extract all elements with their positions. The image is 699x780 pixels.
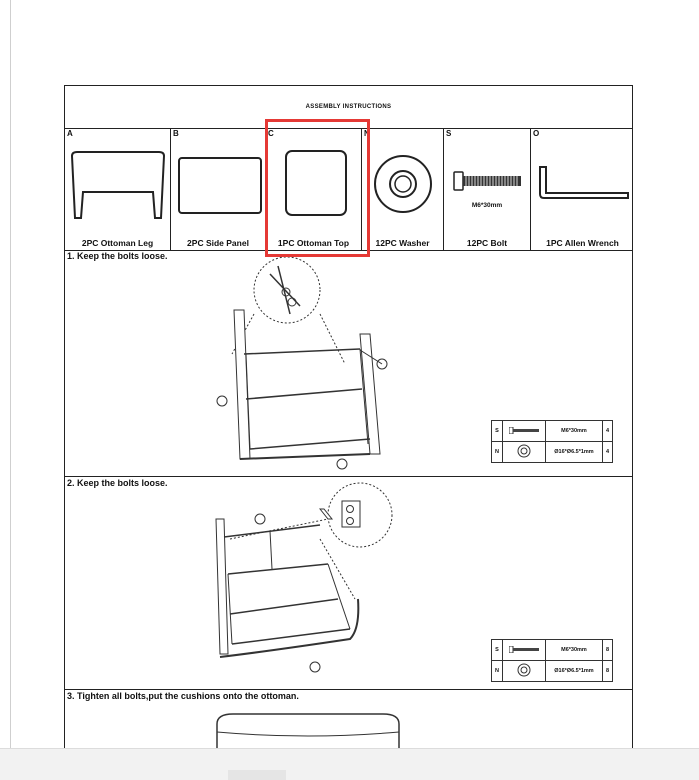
part-letter: N [364,129,370,138]
part-caption: 12PC Bolt [466,238,508,248]
part-caption: 2PC Side Panel [187,238,249,248]
step-1: 1. Keep the bolts loose. S M6*30mm 4 [65,250,632,477]
washer-icon [517,444,531,458]
step-3: 3. Tighten all bolts,put the cushions on… [65,690,632,748]
part-caption: 1PC Ottoman Top [277,238,350,248]
bottom-tab[interactable] [228,770,286,780]
part-letter: C [268,129,274,138]
hardware-image [501,660,546,682]
hardware-image [501,639,546,661]
bolt-spec: M6*30mm [471,202,503,209]
hardware-letter: S [491,639,503,661]
part-ottoman-leg: A 2PC Ottoman Leg [65,128,171,250]
hardware-image [501,441,546,463]
part-ottoman-top: C 1PC Ottoman Top [266,128,362,250]
step-3-label: 3. Tighten all bolts,put the cushions on… [67,691,299,701]
step-1-hardware-table: S M6*30mm 4 N Ø16*Ø6.5*1mm 4 [491,420,614,463]
part-letter: S [446,129,452,138]
hardware-spec: M6*30mm [544,420,603,442]
page-edge-line [10,0,11,760]
hardware-image [501,420,546,442]
allen-wrench-icon [539,166,629,199]
ottoman-top-icon [285,150,347,216]
hardware-spec: M6*30mm [544,639,603,661]
selected-part-highlight [265,119,370,257]
part-washer: N 12PC Washer [362,128,444,250]
washer-icon [374,155,432,213]
bolt-icon [508,426,539,434]
part-caption: 1PC Allen Wrench [546,238,619,248]
instruction-sheet: ASSEMBLY INSTRUCTIONS A 2PC Ottoman Leg … [64,85,633,749]
step-2-label: 2. Keep the bolts loose. [67,478,168,488]
part-caption: 2PC Ottoman Leg [81,238,154,248]
step-2-hardware-table: S M6*30mm 8 N Ø16*Ø6.5*1mm 8 [491,639,614,682]
hardware-qty: 8 [601,660,614,682]
hardware-letter: N [491,441,503,463]
bolt-icon [508,645,539,653]
sheet-title: ASSEMBLY INSTRUCTIONS [65,86,632,129]
ottoman-frame-step2-illustration [215,482,393,673]
step-1-label: 1. Keep the bolts loose. [67,251,168,261]
washer-icon [517,663,531,677]
part-letter: O [533,129,540,138]
part-allen-wrench: O 1PC Allen Wrench [531,128,632,250]
ottoman-leg-icon [70,151,166,219]
part-letter: B [173,129,179,138]
hardware-qty: 8 [601,639,614,661]
viewer-bottom-bar [0,748,699,780]
hardware-row: N Ø16*Ø6.5*1mm 4 [491,441,614,463]
hardware-row: S M6*30mm 8 [491,639,614,661]
hardware-letter: S [491,420,503,442]
part-bolt: S M6*30mm 12PC Bolt [444,128,531,250]
hardware-qty: 4 [601,420,614,442]
ottoman-frame-step1-illustration [216,256,388,470]
part-letter: A [67,129,73,138]
hardware-row: S M6*30mm 4 [491,420,614,442]
hardware-qty: 4 [601,441,614,463]
hardware-letter: N [491,660,503,682]
ottoman-cushion-illustration [216,713,400,748]
part-caption: 12PC Washer [375,238,430,248]
bolt-icon [453,171,521,191]
parts-row: A 2PC Ottoman Leg B 2PC Side Panel C 1PC… [65,128,632,251]
side-panel-icon [178,157,262,214]
step-2: 2. Keep the bolts loose. S M6*30mm 8 N [65,477,632,690]
hardware-spec: Ø16*Ø6.5*1mm [544,441,603,463]
part-side-panel: B 2PC Side Panel [171,128,266,250]
hardware-spec: Ø16*Ø6.5*1mm [544,660,603,682]
hardware-row: N Ø16*Ø6.5*1mm 8 [491,660,614,682]
